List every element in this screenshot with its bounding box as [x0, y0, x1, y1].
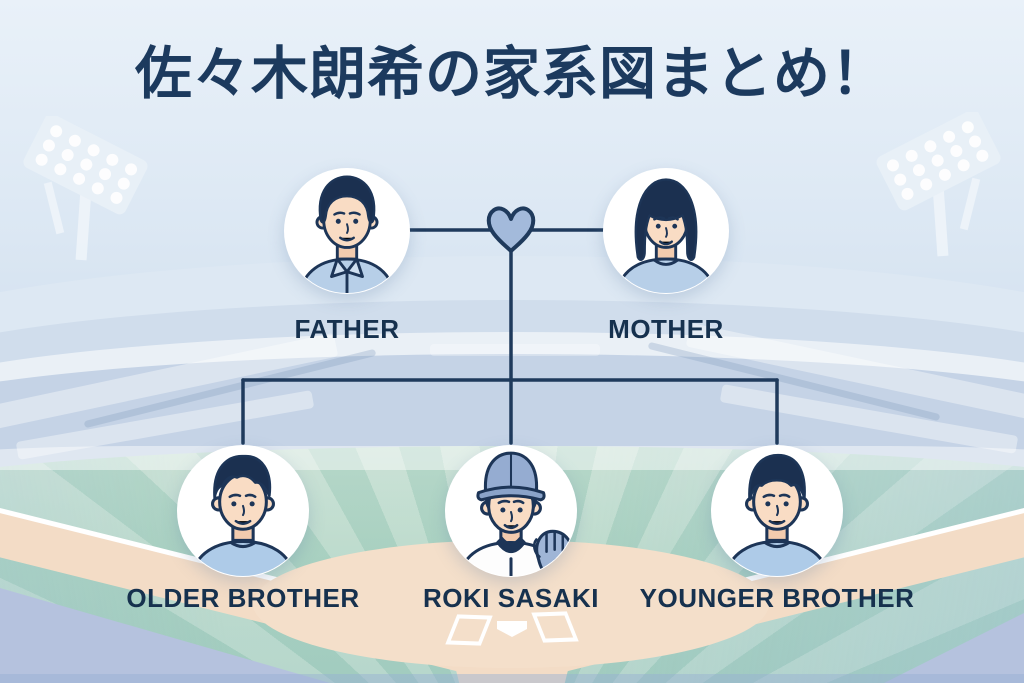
- roki-sasaki-avatar: [445, 445, 577, 577]
- older-brother-node: OLDER BROTHER: [103, 445, 383, 614]
- stadium-floodlight-icon: [22, 113, 152, 266]
- home-plate: [497, 621, 527, 637]
- father-illustration: [284, 168, 410, 294]
- mother-avatar: [603, 168, 729, 294]
- roki-sasaki-node: ROKI SASAKI: [371, 445, 651, 614]
- mother-label: MOTHER: [608, 314, 724, 344]
- page-title: 佐々木朗希の家系図まとめ！: [135, 42, 889, 106]
- stand-streak: [430, 344, 600, 356]
- father-avatar: [284, 168, 410, 294]
- father-label: FATHER: [294, 314, 400, 344]
- mother-illustration: [603, 168, 729, 294]
- older-brother-label: OLDER BROTHER: [126, 583, 360, 613]
- roki-sasaki-label: ROKI SASAKI: [423, 583, 599, 613]
- stadium-floodlight-icon: [872, 109, 1002, 262]
- younger-brother-node: YOUNGER BROTHER: [637, 445, 917, 614]
- roki-sasaki-illustration: [446, 446, 576, 576]
- heart-icon: [486, 206, 536, 253]
- younger-brother-avatar: [711, 445, 843, 577]
- father-node: FATHER: [207, 168, 487, 345]
- younger-brother-illustration: [712, 446, 842, 576]
- mother-node: MOTHER: [526, 168, 806, 345]
- older-brother-illustration: [178, 446, 308, 576]
- bottom-edge-band: [0, 674, 1024, 683]
- younger-brother-label: YOUNGER BROTHER: [639, 583, 915, 613]
- older-brother-avatar: [177, 445, 309, 577]
